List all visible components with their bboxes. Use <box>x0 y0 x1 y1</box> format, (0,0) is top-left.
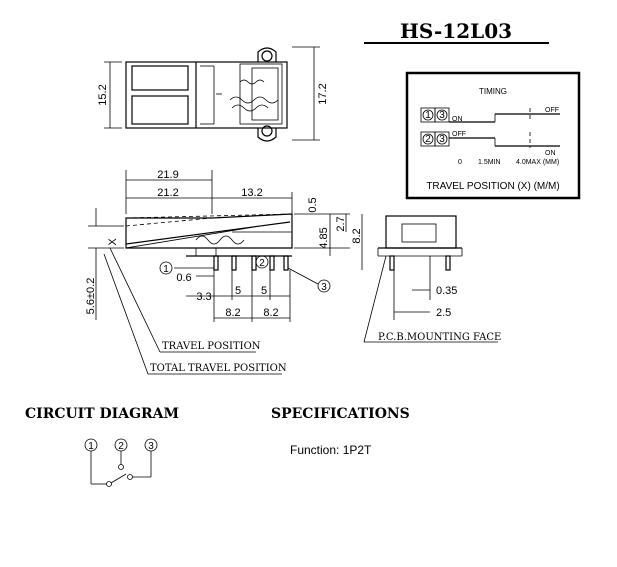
dim-5-6: 5.6±0.2 <box>85 278 97 315</box>
dim-5-b: 5 <box>261 285 267 297</box>
model-title: HS-12L03 <box>400 19 512 43</box>
end-view <box>377 215 463 271</box>
row2-off: OFF <box>452 131 466 138</box>
pin-circle <box>436 133 448 145</box>
dim-x: X <box>107 238 119 246</box>
circuit-pin-3: 3 <box>148 441 154 452</box>
leader <box>363 255 387 343</box>
pin-circle <box>422 133 434 145</box>
dim-21-2: 21.2 <box>157 187 178 199</box>
axis-label-0: 0 <box>458 159 462 166</box>
axis-label-2: 4.0MAX (MM) <box>516 159 559 166</box>
circuit-schematic: 1 2 3 <box>84 438 158 487</box>
row1-off: OFF <box>545 107 559 114</box>
travel-position-label: TRAVEL POSITION <box>162 341 261 352</box>
dim-0-35: 0.35 <box>436 285 457 297</box>
specifications-title: SPECIFICATIONS <box>271 406 410 422</box>
pin-circle <box>436 109 448 121</box>
dim-17-2: 17.2 <box>317 83 329 104</box>
leader <box>109 247 161 353</box>
dim-8-2-a: 8.2 <box>225 307 240 319</box>
pin-circle <box>422 109 434 121</box>
dim-0-5: 0.5 <box>307 197 319 212</box>
dim-8-2: 8.2 <box>351 228 363 243</box>
pin-callout-3-label: 3 <box>321 282 327 293</box>
circuit-pin-1: 1 <box>88 441 94 452</box>
circuit-diagram-title: CIRCUIT DIAGRAM <box>25 406 179 422</box>
side-view <box>125 213 293 271</box>
timing-title: TIMING <box>479 87 507 96</box>
dim-21-9: 21.9 <box>157 169 178 181</box>
dim-0-6: 0.6 <box>176 272 191 284</box>
pin-number: 1 <box>425 110 431 121</box>
pin-callout-1 <box>159 261 173 275</box>
circuit-pin-2: 2 <box>118 441 124 452</box>
spec-function: Function: 1P2T <box>290 443 372 457</box>
pcb-mounting-face-label: P.C.B.MOUNTING FACE <box>378 332 501 343</box>
leader <box>103 253 149 375</box>
axis-label-1: 1.5MIN <box>478 159 501 166</box>
leader <box>287 267 319 285</box>
row1-on: ON <box>452 116 463 123</box>
dim-4-85: 4.85 <box>318 227 330 248</box>
pin-callout-3 <box>317 279 331 293</box>
pin-callout-2 <box>255 255 269 269</box>
pin-callout-2-label: 2 <box>259 258 265 269</box>
pin-callout-1-label: 1 <box>163 264 169 275</box>
pin-number: 3 <box>439 110 445 121</box>
dim-5-a: 5 <box>235 285 241 297</box>
timing-chart: TIMING 1 3 ON OFF 2 3 OFF ON 0 1.5MIN 4.… <box>405 71 581 200</box>
dim-3-3: 3.3 <box>196 291 211 303</box>
total-travel-position-label: TOTAL TRAVEL POSITION <box>150 363 287 374</box>
top-view <box>125 47 288 142</box>
pin-number: 2 <box>425 134 431 145</box>
dim-2-7: 2.7 <box>335 216 347 231</box>
timing-caption: TRAVEL POSITION (X) (M/M) <box>426 181 559 192</box>
pin-number: 3 <box>439 134 445 145</box>
dim-15-2: 15.2 <box>97 84 109 105</box>
dim-13-2: 13.2 <box>241 187 262 199</box>
dim-8-2-b: 8.2 <box>263 307 278 319</box>
dim-2-5: 2.5 <box>436 307 451 319</box>
row2-on: ON <box>545 150 556 157</box>
